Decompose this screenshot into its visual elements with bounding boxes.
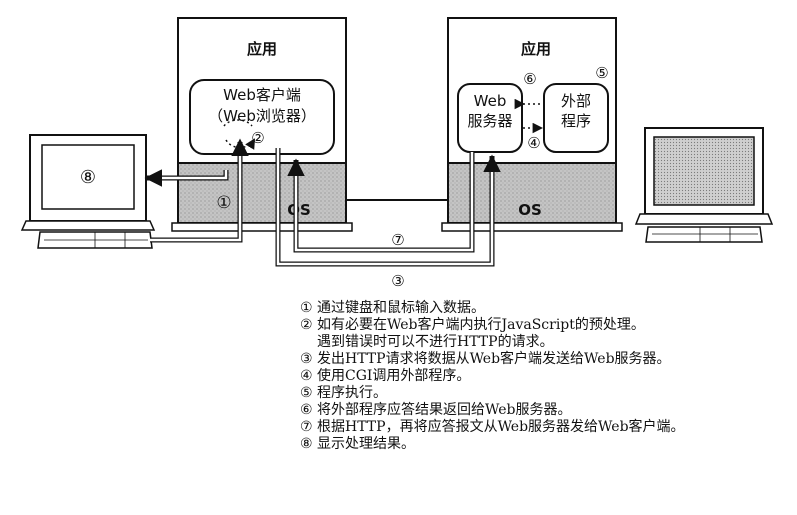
marker-3: ③ [391, 272, 404, 290]
right-computer [634, 127, 774, 243]
input-arrow [150, 138, 249, 242]
web-server-label-line2: 服务器 [467, 112, 512, 130]
web-browser-label: （Web浏览器） [208, 107, 316, 125]
web-client-box [189, 79, 335, 155]
left-monitor-screen [41, 144, 135, 210]
step-2-note: 遇到错误时可以不进行HTTP的请求。 [317, 334, 554, 350]
marker-4: ④ [527, 134, 540, 152]
right-server: 应用 Web 服务器 外部 程序 ⑥ ④ ⑤ OS [441, 17, 623, 232]
external-program-box [543, 83, 609, 153]
web-server-box [457, 83, 523, 153]
right-os-label: OS [518, 201, 542, 219]
right-app-label: 应用 [521, 40, 551, 58]
left-app-label: 应用 [247, 40, 277, 58]
preprocess-loop [223, 119, 253, 127]
left-server-base [171, 222, 353, 232]
web-server-label-line1: Web [474, 92, 507, 110]
left-os-panel [177, 162, 347, 224]
right-os-panel [447, 162, 617, 224]
response-arrow [287, 152, 474, 252]
right-server-base [441, 222, 623, 232]
marker-5: ⑤ [595, 64, 608, 82]
external-program-label-line2: 程序 [561, 112, 591, 130]
marker-1: ① [216, 193, 231, 213]
marker-7: ⑦ [391, 231, 404, 249]
request-arrow [276, 148, 501, 266]
display-arrow [144, 169, 228, 187]
external-program-label-line1: 外部 [561, 92, 591, 110]
left-monitor-stand [20, 220, 156, 231]
right-monitor-stand [634, 213, 774, 225]
left-os-label: OS [287, 201, 311, 219]
marker-8: ⑧ [80, 167, 96, 188]
right-keyboard [645, 226, 763, 243]
marker-6: ⑥ [523, 70, 536, 88]
web-client-label: Web客户端 [223, 86, 301, 104]
right-monitor-screen [653, 136, 755, 206]
marker-2: ② [251, 129, 264, 147]
left-computer: ⑧ [20, 134, 156, 249]
left-server: 应用 Web客户端 （Web浏览器） OS ② ① [171, 17, 353, 232]
